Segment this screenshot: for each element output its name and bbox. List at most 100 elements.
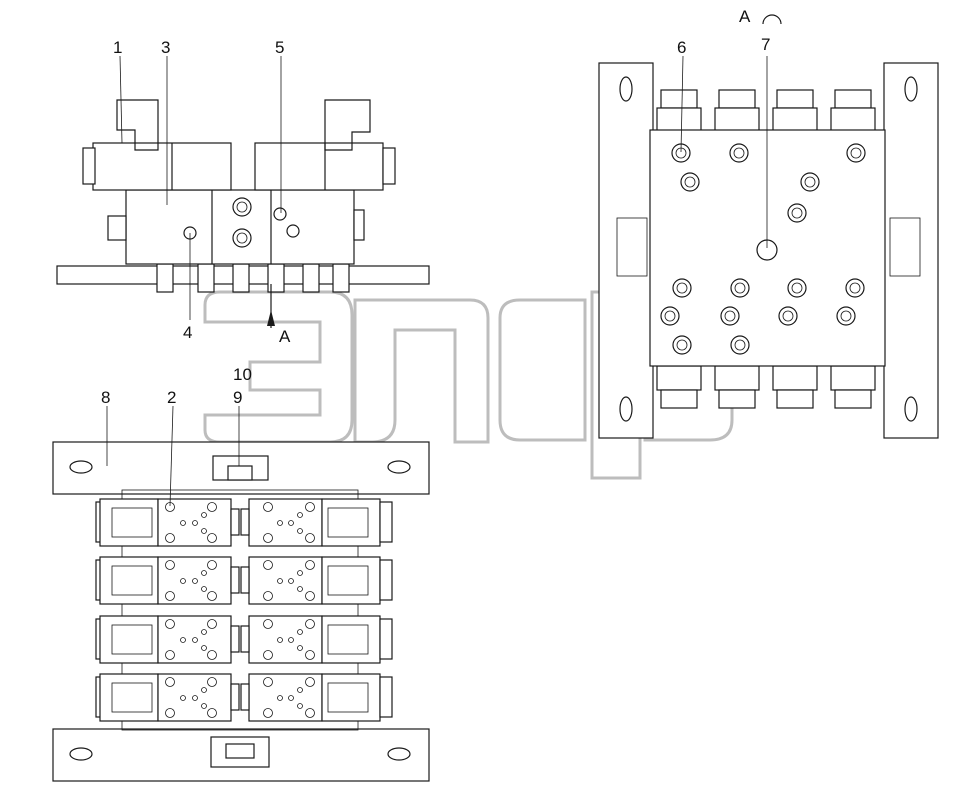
coil-window <box>327 624 369 655</box>
bolt-hole <box>263 677 273 687</box>
callout-7: 7 <box>761 35 770 54</box>
valve-connector <box>240 625 250 653</box>
bolt-hole <box>180 578 186 584</box>
bolt-hole <box>165 708 175 718</box>
bolt-hole <box>277 578 283 584</box>
valve-connector <box>230 566 240 594</box>
valve-connector <box>240 683 250 711</box>
bolt-hole <box>263 560 273 570</box>
bolt-hole <box>201 687 207 693</box>
bolt-hole <box>288 520 294 526</box>
top-connectors <box>656 89 876 133</box>
bracket-right <box>883 62 939 439</box>
bolt-hole <box>207 591 217 601</box>
bolt-hole <box>192 637 198 643</box>
valve-rows <box>95 498 393 722</box>
bolt-hole <box>297 629 303 635</box>
callout-2: 2 <box>167 388 176 407</box>
callout-10: 10 <box>233 365 252 384</box>
callout-8: 8 <box>101 388 110 407</box>
bolt-hole <box>288 578 294 584</box>
valve-body-right <box>248 556 323 605</box>
bolt-hole <box>192 695 198 701</box>
valve-connector <box>240 508 250 536</box>
valve-row-4 <box>95 673 393 722</box>
coil-window <box>111 507 153 538</box>
bolt-hole <box>297 703 303 709</box>
coil-right <box>321 615 381 664</box>
coil-window <box>111 682 153 713</box>
side-plug-right <box>353 209 365 241</box>
bolt-hole <box>201 629 207 635</box>
bolt-hole <box>201 528 207 534</box>
bolt-hole <box>201 703 207 709</box>
callout-5: 5 <box>275 38 284 57</box>
manifold-plate <box>649 129 886 367</box>
bolt-hole <box>192 520 198 526</box>
bolt-hole <box>297 687 303 693</box>
callout-4: 4 <box>183 323 192 342</box>
bolt-hole <box>201 512 207 518</box>
bolt-hole <box>207 533 217 543</box>
coil-window <box>111 565 153 596</box>
valve-body-right <box>248 673 323 722</box>
bolt-hole <box>180 520 186 526</box>
coil-cap <box>379 501 393 543</box>
bolt-hole <box>180 637 186 643</box>
bottom-fittings <box>156 263 350 293</box>
valve-body-left <box>157 673 232 722</box>
bolt-hole <box>305 708 315 718</box>
view-a-assembly: A <box>598 7 939 439</box>
bolt-hole <box>263 533 273 543</box>
bolt-hole <box>288 695 294 701</box>
bolt-hole <box>263 708 273 718</box>
coil-right <box>321 498 381 547</box>
callout-3: 3 <box>161 38 170 57</box>
bolt-hole <box>263 650 273 660</box>
coil-cap <box>379 559 393 601</box>
coil-left <box>99 615 159 664</box>
valve-body-right <box>248 498 323 547</box>
valve-connector <box>230 683 240 711</box>
bolt-hole <box>305 560 315 570</box>
top-view-assembly <box>52 441 430 782</box>
side-plug-left <box>107 215 127 241</box>
bolt-hole <box>305 619 315 629</box>
bolt-hole <box>207 650 217 660</box>
bolt-hole <box>297 512 303 518</box>
valve-body-right <box>248 615 323 664</box>
bolt-hole <box>201 586 207 592</box>
bolt-hole <box>297 570 303 576</box>
coil-window <box>327 682 369 713</box>
bolt-hole <box>297 586 303 592</box>
bolt-hole <box>165 619 175 629</box>
coil-left <box>99 556 159 605</box>
valve-row-1 <box>95 498 393 547</box>
bolt-hole <box>305 591 315 601</box>
coil-left <box>99 673 159 722</box>
leader-lines <box>106 55 768 507</box>
coil-left <box>99 498 159 547</box>
valve-connector <box>230 508 240 536</box>
bolt-hole <box>180 695 186 701</box>
bolt-hole <box>207 619 217 629</box>
bolt-hole <box>165 650 175 660</box>
solenoid-left <box>82 99 232 191</box>
bolt-hole <box>165 677 175 687</box>
bolt-hole <box>207 502 217 512</box>
valve-row-3 <box>95 615 393 664</box>
callout-6: 6 <box>677 38 686 57</box>
valve-body-left <box>157 615 232 664</box>
bolt-hole <box>207 677 217 687</box>
view-rotation-icon <box>762 14 782 25</box>
valve-body-left <box>157 498 232 547</box>
valve-connector <box>240 566 250 594</box>
bolt-hole <box>263 502 273 512</box>
bolt-hole <box>165 560 175 570</box>
bolt-hole <box>277 520 283 526</box>
bolt-hole <box>165 591 175 601</box>
coil-window <box>327 565 369 596</box>
callout-labels: 1 3 5 4 10 6 7 8 2 9 <box>101 35 770 407</box>
bolt-hole <box>288 637 294 643</box>
